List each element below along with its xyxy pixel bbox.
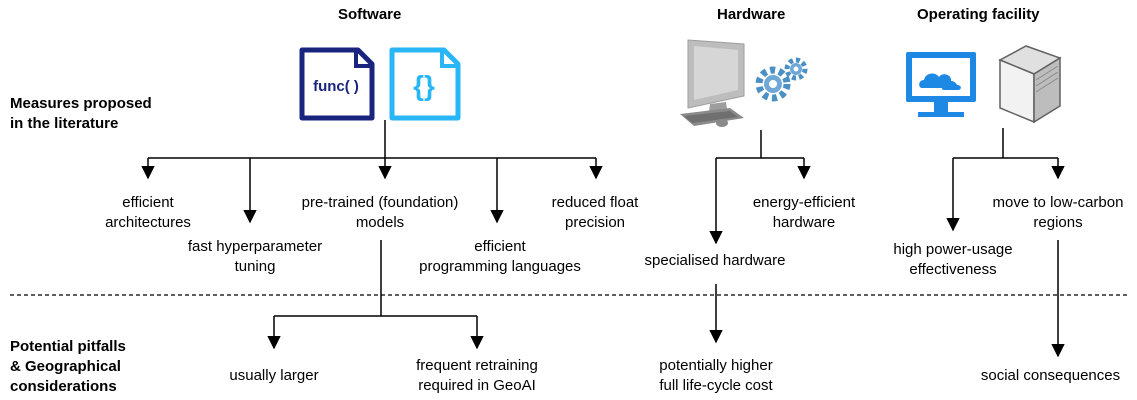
- label-low-carbon: move to low-carbon regions: [992, 194, 1124, 231]
- braces-icon-text: {}: [413, 70, 435, 101]
- label-pretrained-models: pre-trained (foundation) models: [301, 194, 459, 231]
- label-specialised-hardware: specialised hardware: [644, 252, 786, 269]
- label-life-cycle-cost: potentially higher full life-cycle cost: [659, 357, 773, 394]
- header-operating-facility: Operating facility: [917, 6, 1040, 23]
- label-frequent-retraining: frequent retraining required in GeoAI: [416, 357, 538, 394]
- row-label-measures: Measures proposed in the literature: [10, 95, 152, 132]
- func-file-icon: func( ): [299, 47, 375, 121]
- cloud-monitor-icon: [906, 52, 976, 117]
- label-efficient-languages: efficient programming languages: [419, 238, 581, 275]
- braces-file-icon: {}: [389, 47, 461, 121]
- label-usually-larger: usually larger: [229, 367, 319, 384]
- label-high-pue: high power-usage effectiveness: [893, 241, 1013, 278]
- hardware-connectors: [709, 130, 811, 344]
- header-hardware: Hardware: [717, 6, 786, 23]
- computer-icon: [680, 39, 745, 127]
- facility-connectors: [946, 128, 1065, 358]
- label-efficient-architectures: efficient architectures: [105, 194, 191, 231]
- software-connectors: [141, 120, 603, 350]
- row-label-pitfalls: Potential pitfalls & Geographical consid…: [10, 338, 126, 395]
- header-software: Software: [338, 6, 402, 23]
- func-icon-text: func( ): [313, 78, 359, 95]
- server-box-icon: [998, 45, 1062, 124]
- label-fast-hyperparameter: fast hyperparameter tuning: [187, 238, 323, 275]
- label-reduced-float: reduced float precision: [551, 194, 639, 231]
- label-social-consequences: social consequences: [980, 367, 1121, 384]
- label-energy-efficient-hardware: energy-efficient hardware: [752, 194, 856, 231]
- gears-icon: [755, 57, 808, 102]
